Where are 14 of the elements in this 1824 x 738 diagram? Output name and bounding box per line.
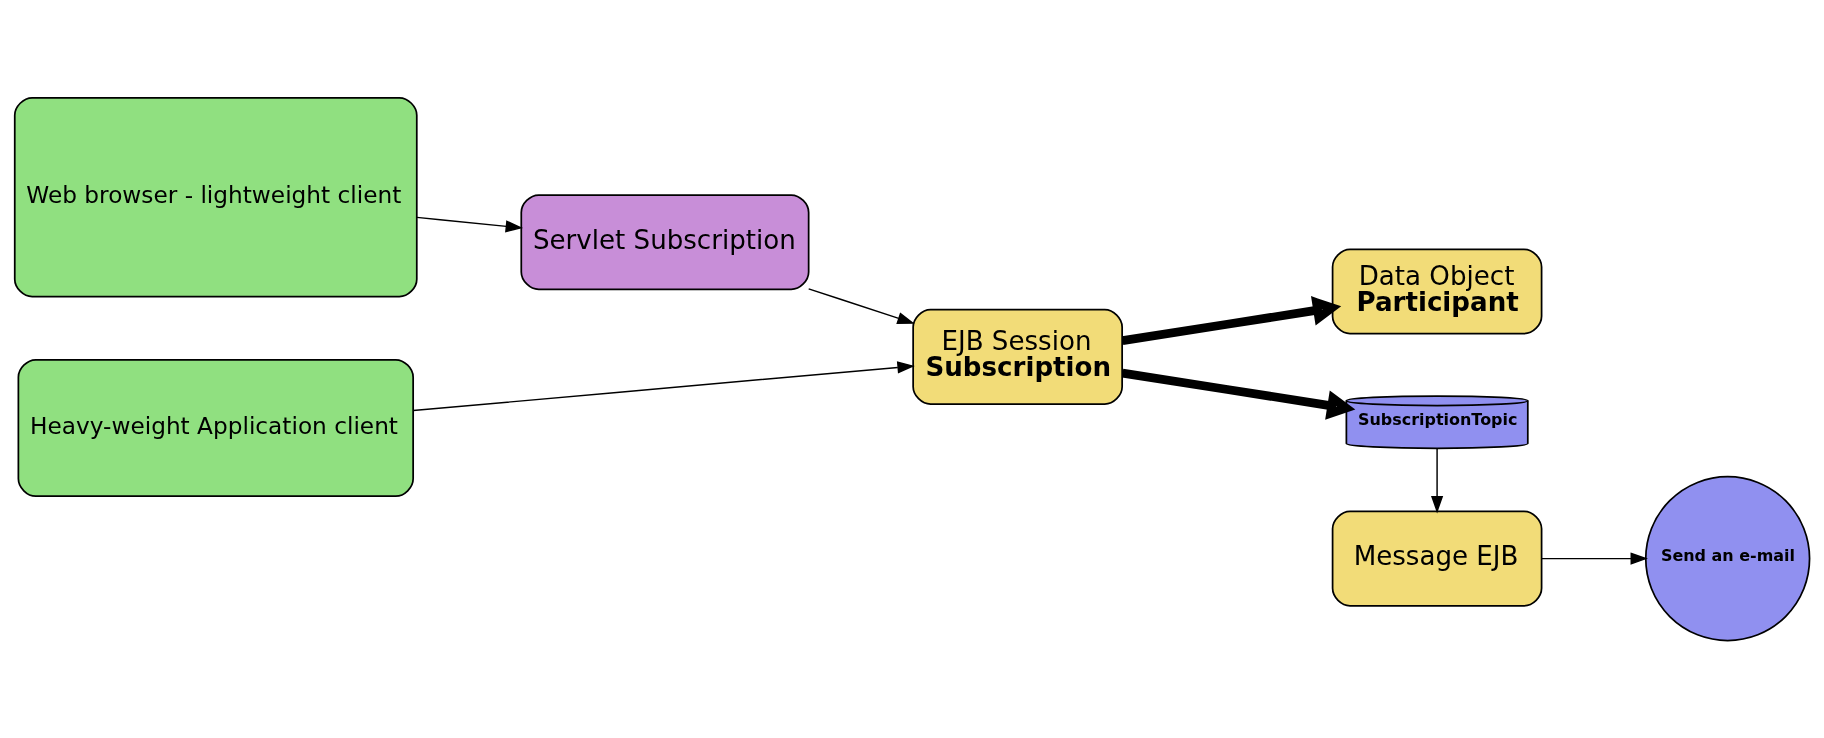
node-box: Message EJB [1331,510,1543,607]
node-box: EJB Session Subscription [912,308,1123,405]
arrow [1541,552,1648,565]
node-box: Servlet Subscription [520,194,810,291]
arrow [1431,447,1444,514]
arrow [416,216,524,233]
node-box: Data Object Participant [1331,248,1543,335]
arrow [412,361,915,412]
node-box: Heavy-weight Application client [17,358,414,498]
arrow [1121,368,1356,420]
arrow [807,288,915,324]
node-box: Web browser - lightweight client [13,96,418,298]
arrow [1121,296,1342,345]
node-circle: Send an e-mail [1644,475,1811,642]
